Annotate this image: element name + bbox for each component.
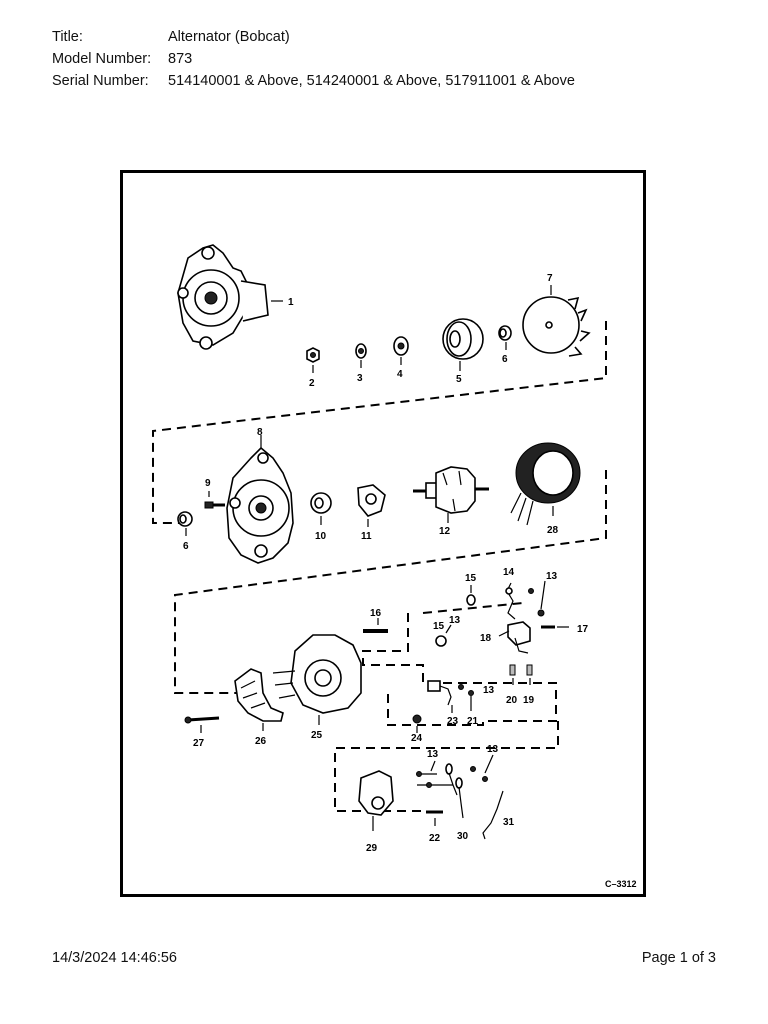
figure-code: C–3312	[605, 879, 637, 889]
callout-15a: 15	[465, 573, 477, 584]
part-22-screw	[426, 810, 443, 826]
callout-16: 16	[370, 608, 382, 619]
callout-27: 27	[193, 738, 205, 749]
part-1-rear-housing	[177, 244, 283, 350]
part-24-nut	[412, 714, 422, 733]
part-13-screws-lower	[416, 754, 494, 788]
serial-value: 514140001 & Above, 514240001 & Above, 51…	[168, 73, 575, 89]
part-6-spacer-row2	[177, 511, 193, 536]
part-2-nut	[306, 347, 320, 373]
assembly-guide-5	[422, 602, 524, 614]
part-11-retainer-plate	[357, 484, 386, 527]
part-4-washer	[393, 336, 409, 365]
callout-13c: 13	[483, 685, 495, 696]
callout-labels: 1 2 3 4 5 6 7 8 9 6 10 11 12 28 15 14 13…	[183, 273, 589, 854]
callout-24: 24	[411, 733, 423, 744]
model-value: 873	[168, 51, 193, 67]
part-19-brush	[526, 664, 533, 685]
callout-6b: 6	[183, 541, 189, 552]
callout-12: 12	[439, 526, 451, 537]
callout-13a: 13	[546, 571, 558, 582]
serial-label: Serial Number:	[52, 73, 149, 89]
part-12-rotor	[413, 466, 489, 523]
callout-4: 4	[397, 369, 403, 380]
callout-13e: 13	[487, 744, 499, 755]
assembly-guide-4	[334, 721, 559, 812]
title-value: Alternator (Bobcat)	[168, 29, 290, 45]
callout-3: 3	[357, 373, 363, 384]
callout-21: 21	[467, 716, 479, 727]
assembly-guide-3	[362, 613, 557, 726]
assembly-guide-1	[152, 321, 607, 524]
part-15-nut-upper	[466, 585, 476, 606]
part-27-bolt	[184, 716, 220, 733]
callout-14: 14	[503, 567, 515, 578]
part-3-lock-washer	[355, 343, 367, 368]
part-5-pulley	[442, 318, 484, 371]
callout-2: 2	[309, 378, 315, 389]
document-header: Title: Alternator (Bobcat) Model Number:…	[52, 26, 575, 92]
part-15-nut-lower	[435, 624, 452, 647]
callout-7: 7	[547, 273, 553, 284]
part-30-wire-lead	[445, 763, 464, 819]
part-16-bolt	[363, 618, 388, 633]
callout-13b: 13	[449, 615, 461, 626]
part-13-screws-middle	[458, 684, 474, 711]
callout-17: 17	[577, 624, 589, 635]
serial-row: Serial Number: 514140001 & Above, 514240…	[52, 70, 575, 92]
callout-13d: 13	[427, 749, 439, 760]
callout-19: 19	[523, 695, 535, 706]
title-label: Title:	[52, 29, 83, 45]
callout-22: 22	[429, 833, 441, 844]
callout-9: 9	[205, 478, 211, 489]
part-7-fan	[522, 285, 591, 357]
part-6-spacer	[498, 325, 512, 350]
model-label: Model Number:	[52, 51, 152, 67]
part-23-capacitor	[427, 680, 453, 713]
callout-15b: 15	[433, 621, 445, 632]
page-indicator: Page 1 of 3	[641, 950, 716, 966]
title-row: Title: Alternator (Bobcat)	[52, 26, 575, 48]
callout-6: 6	[502, 354, 508, 365]
exploded-diagram-frame: 1 2 3 4 5 6 7 8 9 6 10 11 12 28 15 14 13…	[120, 170, 646, 897]
part-13-screws-upper	[528, 580, 546, 617]
print-timestamp: 14/3/2024 14:46:56	[52, 950, 177, 966]
part-28-stator	[510, 442, 581, 526]
callout-31: 31	[503, 817, 515, 828]
part-14-wire-terminal	[505, 582, 516, 620]
callout-29: 29	[366, 843, 378, 854]
part-26-rectifier	[234, 668, 284, 731]
callout-25: 25	[311, 730, 323, 741]
part-31-wire-lead	[482, 790, 504, 840]
callout-18: 18	[480, 633, 492, 644]
callout-30: 30	[457, 831, 469, 842]
assembly-guide-2	[174, 470, 607, 694]
model-row: Model Number: 873	[52, 48, 575, 70]
callout-26: 26	[255, 736, 267, 747]
callout-11: 11	[361, 531, 372, 542]
part-9-bolt	[204, 491, 225, 509]
part-20-brush	[509, 664, 516, 685]
part-29-terminal-cover	[358, 770, 394, 831]
callout-10: 10	[315, 531, 327, 542]
part-18-regulator	[498, 621, 531, 654]
callout-28: 28	[547, 525, 559, 536]
callout-23: 23	[447, 716, 459, 727]
callout-5: 5	[456, 374, 462, 385]
exploded-parts-diagram: 1 2 3 4 5 6 7 8 9 6 10 11 12 28 15 14 13…	[152, 244, 637, 889]
part-8-front-housing	[226, 435, 294, 564]
callout-1: 1	[288, 297, 294, 308]
part-10-bearing	[310, 492, 332, 525]
callout-8: 8	[257, 427, 263, 438]
callout-20: 20	[506, 695, 518, 706]
part-25-slip-ring-housing	[272, 634, 362, 725]
